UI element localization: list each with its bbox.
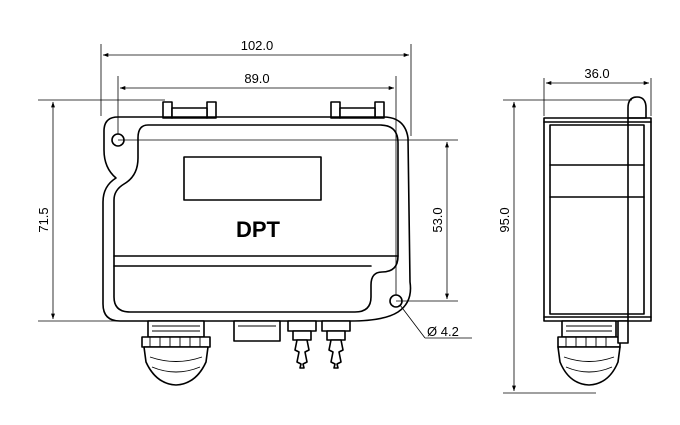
side-view xyxy=(543,96,652,386)
product-label: DPT xyxy=(236,217,281,242)
side-inner-front xyxy=(549,124,645,315)
dim-side-width: 36.0 xyxy=(584,66,609,81)
hose-barb-right xyxy=(328,339,344,369)
front-dimensions: 102.0 89.0 71.5 53.0 Ø 4.2 xyxy=(36,38,472,339)
hose-barb-left xyxy=(294,339,310,369)
dim-hole-diameter: Ø 4.2 xyxy=(427,324,459,339)
housing-inner xyxy=(113,124,399,313)
side-top-port xyxy=(627,96,647,119)
top-port-left xyxy=(162,101,217,119)
dim-front-hole-spacing: 89.0 xyxy=(244,71,269,86)
bottom-connector xyxy=(233,320,281,342)
dim-side-height: 95.0 xyxy=(497,207,512,232)
side-dimensions: 36.0 95.0 xyxy=(497,66,652,394)
side-housing xyxy=(543,117,652,322)
top-port-right xyxy=(330,101,385,119)
dim-front-height: 71.5 xyxy=(36,207,51,232)
housing-outer xyxy=(102,116,412,322)
display-window xyxy=(183,156,322,201)
cable-gland-side xyxy=(557,320,629,386)
dim-front-total-width: 102.0 xyxy=(241,38,274,53)
cable-gland-front xyxy=(141,320,211,386)
dim-front-right-height: 53.0 xyxy=(430,207,445,232)
front-view: DPT xyxy=(102,101,412,386)
